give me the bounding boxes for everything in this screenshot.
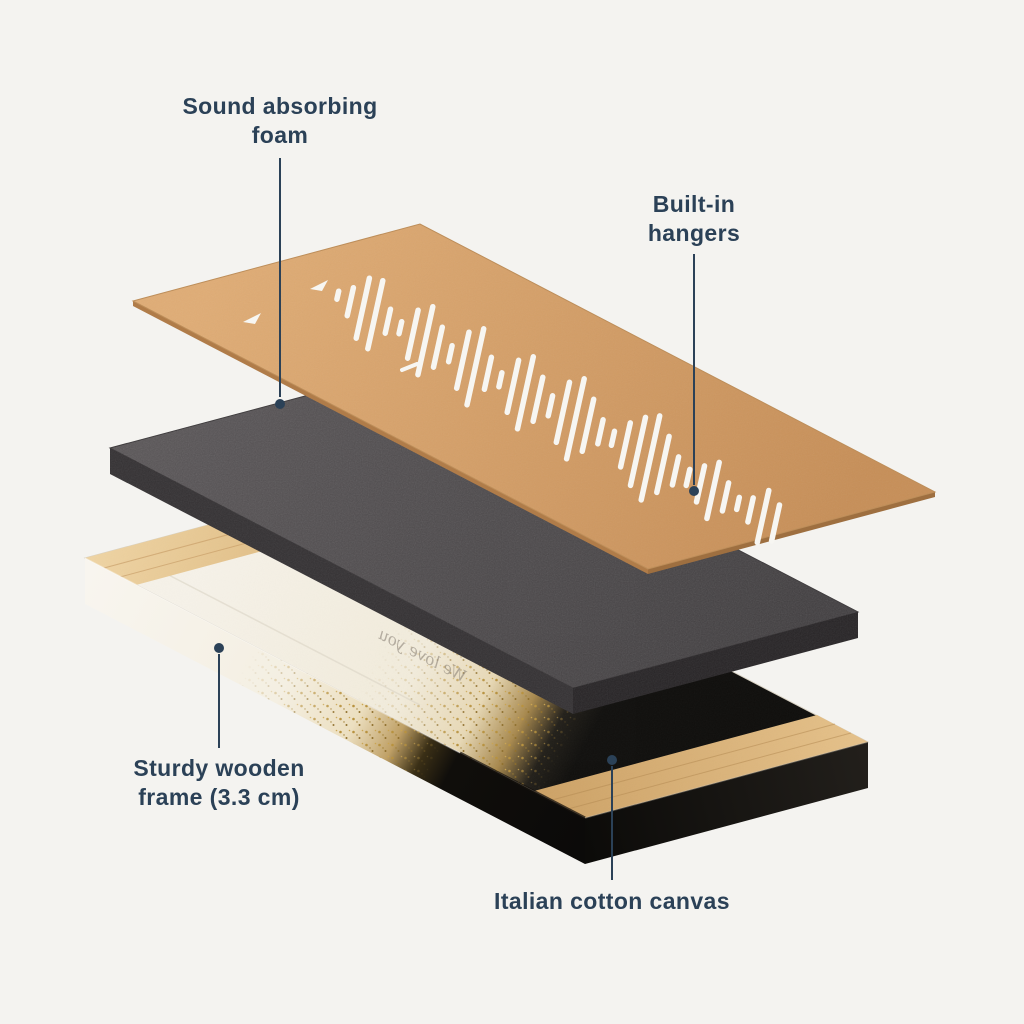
soundwave-bar-cutout <box>496 370 505 390</box>
soundwave-bar-cutout <box>481 354 495 393</box>
hanger-notch-icon <box>310 280 328 291</box>
soundwave-bar-cutout <box>693 463 708 505</box>
soundwave-bar-cutout <box>719 480 732 514</box>
soundwave-bar-cutout <box>334 288 342 302</box>
label-line: hangers <box>647 220 741 246</box>
soundwave-bar-cutout <box>704 459 722 522</box>
soundwave-bar-cutout <box>365 277 386 352</box>
soundwave-bar-cutout <box>608 428 618 449</box>
hanger-notch-icon <box>243 313 261 324</box>
leader-dot-canvas <box>607 755 617 765</box>
soundwave-bar-cutout <box>579 396 597 455</box>
label-line: Italian cotton canvas <box>494 888 730 914</box>
label-italian-cotton-canvas: Italian cotton canvas <box>442 887 782 916</box>
soundwave-bar-cutout <box>344 284 357 319</box>
canvas-edge-front-glitter <box>85 558 585 864</box>
canvas-edge-dark-wrap <box>459 751 586 820</box>
soundwave-bar-cutout <box>404 307 421 361</box>
label-line: foam <box>251 122 309 148</box>
soundwave-bar-cutout <box>464 326 487 408</box>
soundwave-bar-cutout <box>754 487 772 546</box>
label-line: Sound absorbing <box>182 93 378 119</box>
soundwave-bar-cutout <box>445 342 455 365</box>
leader-dot-frame <box>214 643 224 653</box>
soundwave-cutouts <box>334 275 783 546</box>
label-line: Sturdy wooden <box>133 755 305 781</box>
soundwave-bar-cutout <box>595 417 606 447</box>
soundwave-bar-cutout <box>768 502 783 544</box>
canvas-edge-right <box>585 742 868 864</box>
soundwave-bar-cutout <box>745 495 756 525</box>
soundwave-bar-cutout <box>683 466 693 489</box>
soundwave-bar-cutout <box>553 379 573 446</box>
soundwave-bar-cutout <box>353 275 373 341</box>
soundwave-bar-cutout <box>669 454 682 488</box>
panel-edge-right <box>648 492 935 574</box>
soundwave-bar-cutout <box>514 354 537 432</box>
soundwave-bar-cutout <box>504 357 522 416</box>
label-line: frame (3.3 cm) <box>138 784 300 810</box>
soundwave-bar-cutout <box>563 376 587 462</box>
panel-slot-cutout <box>400 362 419 372</box>
soundwave-bar-cutout <box>415 303 436 378</box>
soundwave-bar-cutout <box>733 494 743 513</box>
soundwave-bar-cutout <box>430 324 446 370</box>
leader-dot-foam <box>275 399 285 409</box>
soundwave-bar-cutout <box>654 433 672 496</box>
annotations <box>214 158 699 880</box>
canvas-fold-line <box>584 741 869 819</box>
panel-edge-front <box>133 301 648 574</box>
soundwave-bar-cutout <box>638 413 663 503</box>
leader-dot-hangers <box>689 486 699 496</box>
label-built-in-hangers: Built-in hangers <box>564 190 824 248</box>
label-line: Built-in <box>652 191 736 217</box>
label-sturdy-wooden-frame: Sturdy wooden frame (3.3 cm) <box>59 754 379 812</box>
soundwave-bar-cutout <box>530 374 546 425</box>
soundwave-bar-cutout <box>396 318 405 337</box>
soundwave-bar-cutout <box>545 393 556 419</box>
soundwave-bar-cutout <box>453 329 472 391</box>
soundwave-bar-cutout <box>617 420 634 470</box>
canvas-edge-highlight <box>84 557 461 754</box>
label-sound-absorbing-foam: Sound absorbing foam <box>120 92 440 150</box>
soundwave-bar-cutout <box>382 306 394 336</box>
soundwave-bar-cutout <box>627 414 649 489</box>
hanger-cutouts <box>243 280 419 372</box>
